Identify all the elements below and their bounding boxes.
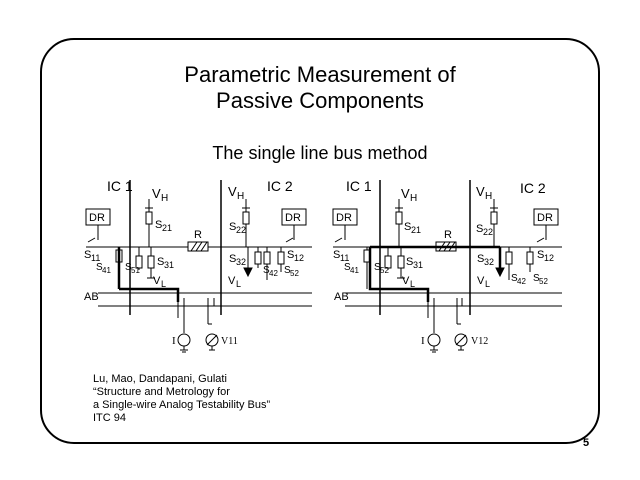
left-ab-label: AB (84, 291, 99, 303)
reference-line: Lu, Mao, Dandapani, Gulati (93, 373, 227, 385)
left-s31-sub: 31 (164, 260, 174, 270)
left-s41-label: S (96, 262, 103, 273)
slide-frame (40, 38, 600, 444)
left-s52-sub: 52 (290, 269, 299, 278)
right-s22-sub: 22 (483, 227, 493, 237)
right-s52-label: S (533, 273, 540, 284)
right-s22-label: S (476, 223, 483, 235)
right-s42-sub: 42 (517, 277, 526, 286)
left-vl1-sub: L (161, 279, 166, 289)
left-meter-label: V11 (221, 336, 238, 347)
left-ic2-label: IC 2 (267, 178, 293, 194)
right-s21-sub: 21 (411, 225, 421, 235)
right-s31-label: S (406, 256, 413, 268)
left-s12-label: S (287, 249, 294, 261)
left-vh1-sub: H (161, 193, 168, 204)
right-vh1-label: V (401, 186, 410, 201)
left-vl2-sub: L (236, 279, 241, 289)
resistor-r (187, 241, 209, 252)
right-r-label: R (444, 229, 452, 241)
right-ic2-label: IC 2 (520, 180, 546, 196)
slide-title-line2: Passive Components (216, 88, 424, 113)
right-s31-sub: 31 (413, 260, 423, 270)
left-vh1-label: V (152, 186, 161, 201)
reference-line: ITC 94 (93, 412, 127, 424)
right-s11-sub: 11 (340, 253, 349, 263)
right-ic1-label: IC 1 (346, 178, 372, 194)
right-i-label: I (421, 335, 425, 347)
left-s51-label: S (125, 262, 132, 273)
right-s11-label: S (333, 249, 340, 261)
slide-subtitle: The single line bus method (212, 143, 428, 163)
left-s21-label: S (155, 219, 162, 231)
left-vh2-label: V (228, 184, 237, 199)
right-s41-label: S (344, 262, 351, 273)
right-dr2-label: DR (537, 212, 553, 224)
left-s42-sub: 42 (269, 269, 278, 278)
left-s12-sub: 12 (294, 253, 304, 263)
right-s42-label: S (511, 273, 518, 284)
left-s41-sub: 41 (102, 266, 111, 275)
left-s31-label: S (157, 256, 164, 268)
right-s32-sub: 32 (484, 257, 494, 267)
right-s52a-label: S (374, 262, 381, 273)
left-i-label: I (172, 335, 176, 347)
left-s42-label: S (263, 265, 270, 276)
left-ic1-label: IC 1 (107, 178, 133, 194)
right-s52a-sub: 52 (380, 266, 389, 275)
right-dr1-label: DR (336, 212, 352, 224)
right-vh2-label: V (476, 184, 485, 199)
right-s32-label: S (477, 253, 484, 265)
reference-citation: Lu, Mao, Dandapani, Gulati “Structure an… (93, 373, 270, 425)
right-s21-label: S (404, 221, 411, 233)
left-s52-label: S (284, 265, 291, 276)
right-vh1-sub: H (410, 193, 417, 204)
left-s22-sub: 22 (236, 225, 246, 235)
right-meter-label: V12 (471, 336, 488, 347)
right-s52-sub: 52 (539, 277, 548, 286)
right-vl1-sub: L (410, 279, 415, 289)
left-s32-label: S (229, 253, 236, 265)
left-s22-label: S (229, 221, 236, 233)
right-s41-sub: 41 (350, 266, 359, 275)
left-vl1-label: V (153, 275, 161, 287)
left-r-label: R (194, 229, 202, 241)
right-vl1-label: V (402, 275, 410, 287)
left-s32-sub: 32 (236, 257, 246, 267)
left-s51-sub: 51 (131, 266, 140, 275)
right-s12-label: S (537, 249, 544, 261)
slide-title-line1: Parametric Measurement of (184, 62, 456, 87)
right-ab-label: AB (334, 291, 349, 303)
right-vl2-sub: L (485, 279, 490, 289)
left-s11-sub: 11 (91, 253, 100, 263)
right-vh2-sub: H (485, 191, 492, 202)
reference-line: a Single-wire Analog Testability Bus” (93, 399, 271, 411)
left-s21-sub: 21 (162, 223, 172, 233)
page-number: 5 (583, 437, 590, 449)
right-vl2-label: V (477, 275, 485, 287)
left-vh2-sub: H (237, 191, 244, 202)
right-circuit (332, 180, 562, 353)
right-s12-sub: 12 (544, 253, 554, 263)
left-s11-label: S (84, 249, 91, 261)
reference-line: “Structure and Metrology for (93, 386, 230, 398)
left-vl2-label: V (228, 275, 236, 287)
left-dr1-label: DR (89, 212, 105, 224)
left-circuit (85, 180, 312, 353)
left-dr2-label: DR (285, 212, 301, 224)
